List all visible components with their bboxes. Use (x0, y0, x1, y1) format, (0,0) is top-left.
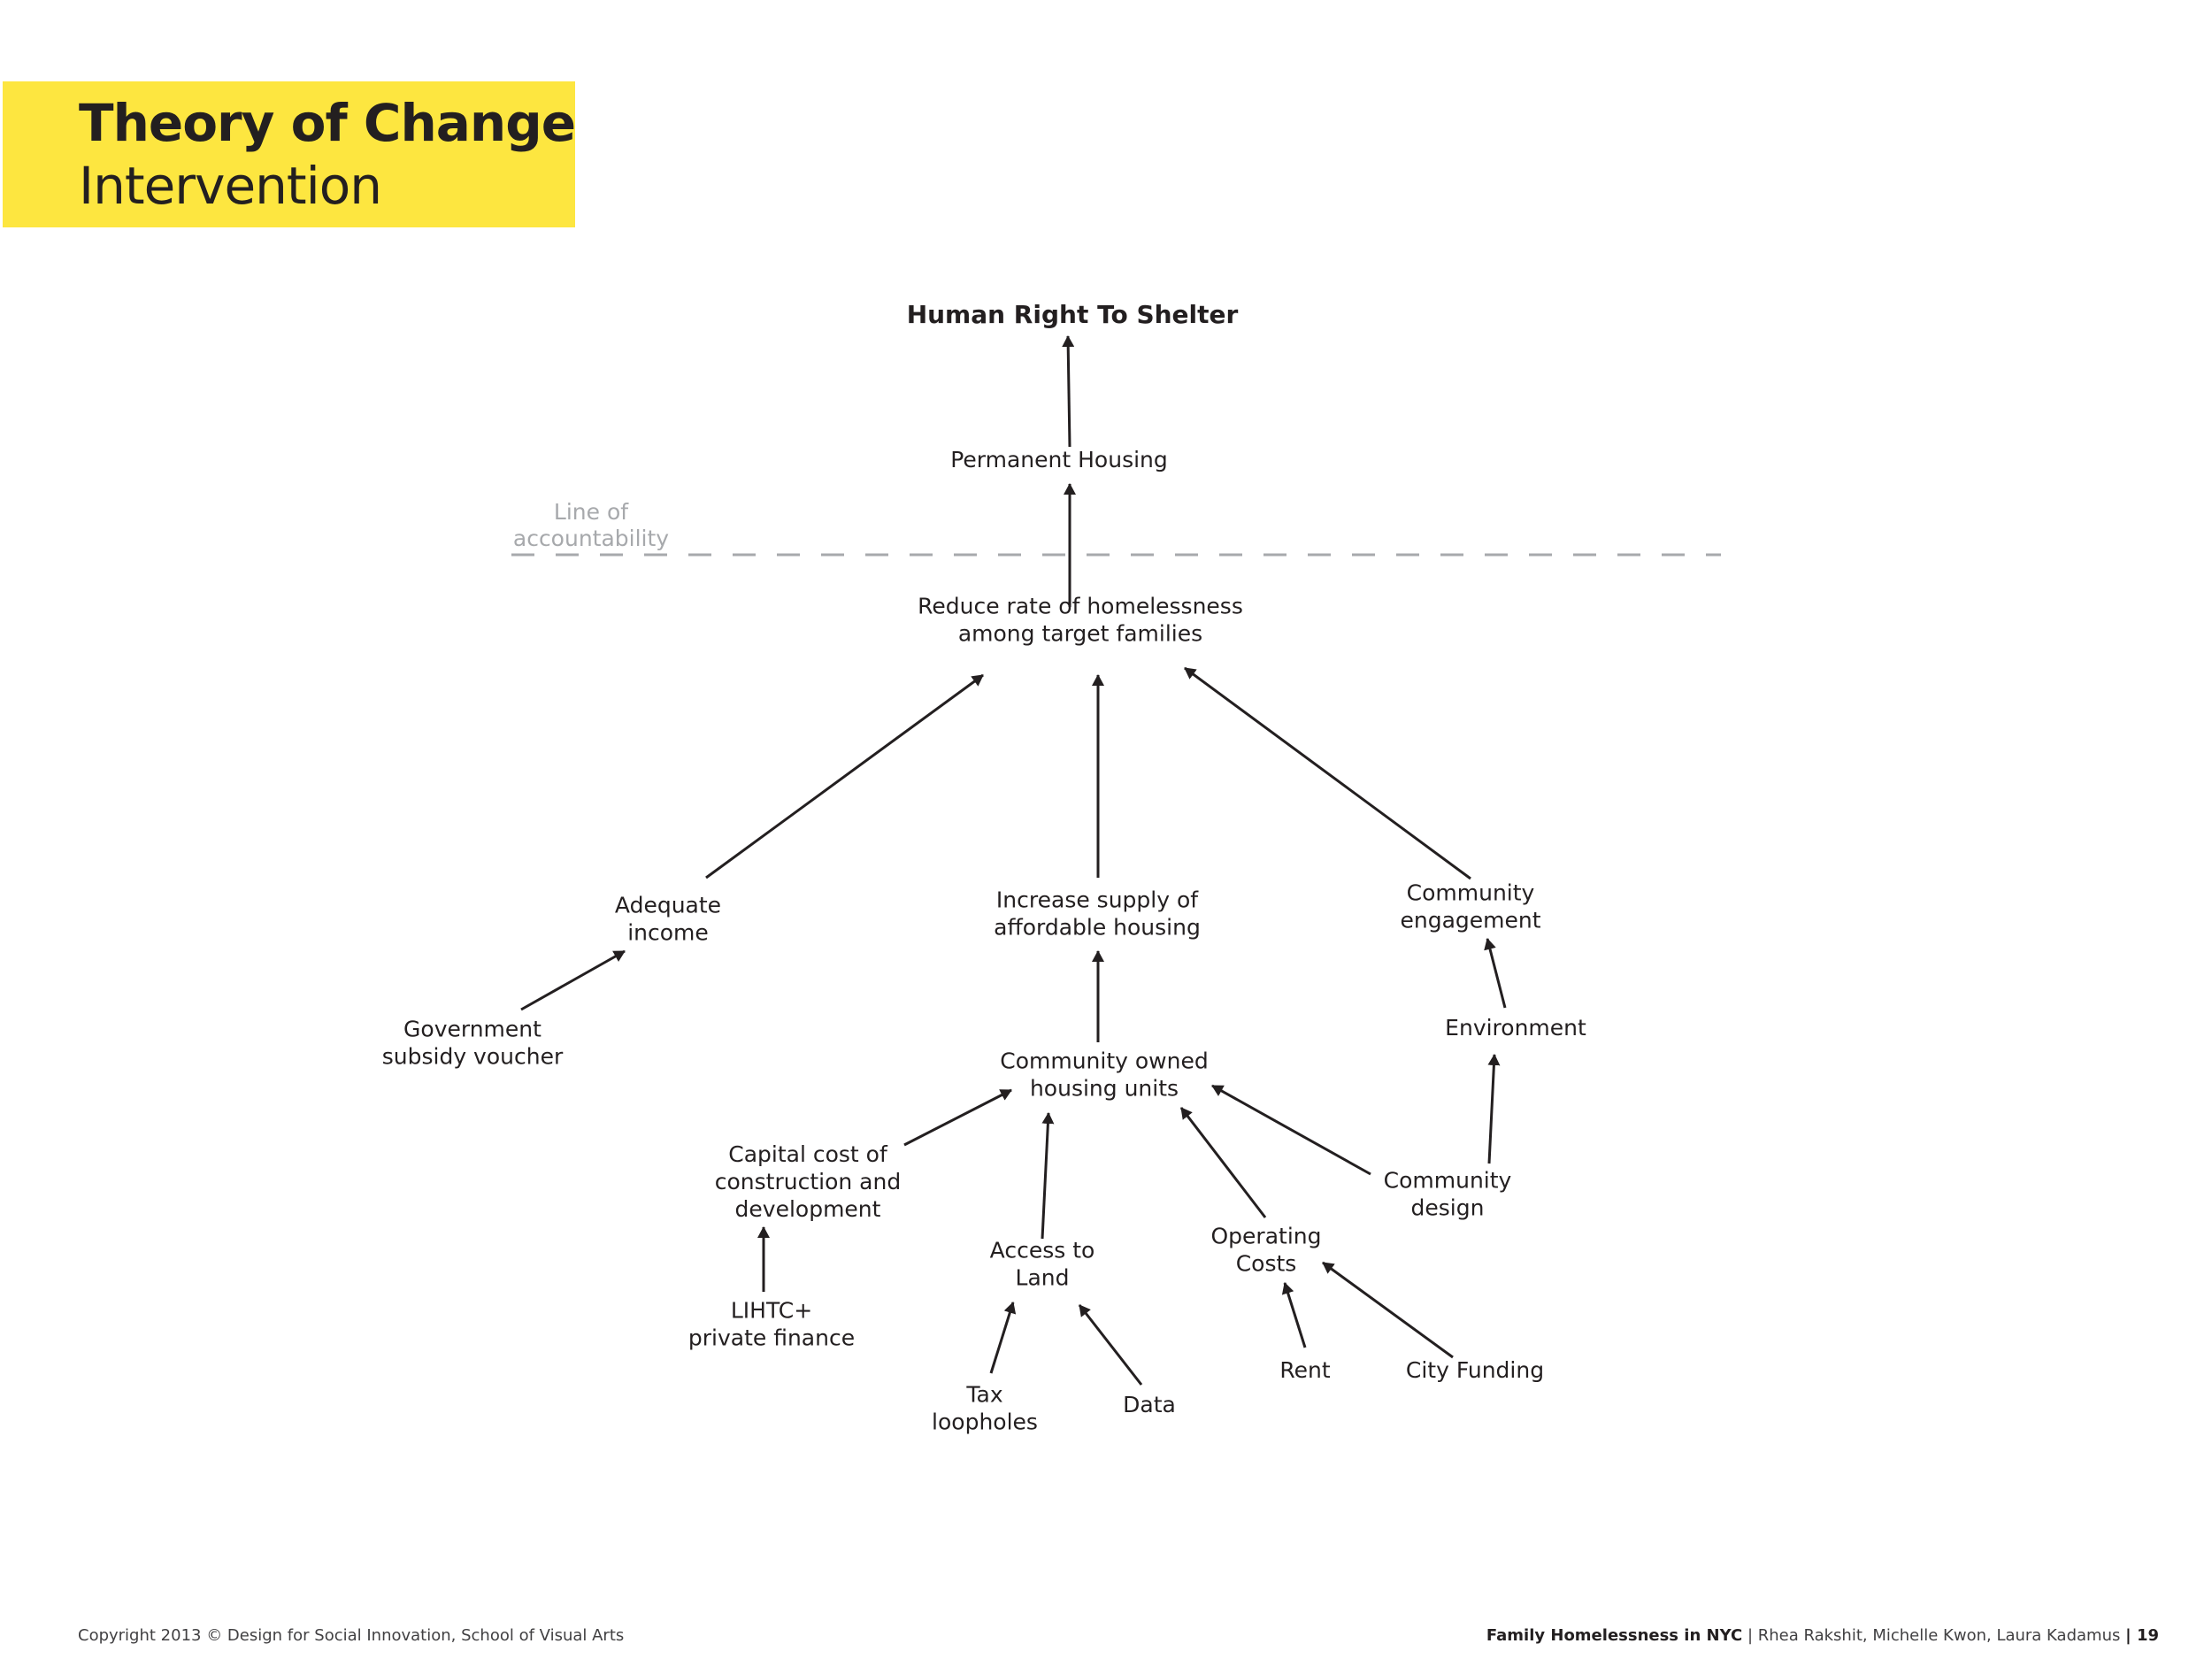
node-increase-supply-line: affordable housing (994, 915, 1201, 941)
node-permanent-housing-line: Permanent Housing (950, 447, 1168, 472)
page-subtitle: Intervention (79, 156, 382, 216)
node-lihtc: LIHTC+private finance (688, 1298, 855, 1351)
node-environment: Environment (1445, 1015, 1586, 1041)
node-increase-supply-line: Increase supply of (996, 887, 1199, 913)
arrow-environment-to-community-engagement (1484, 938, 1507, 1009)
node-human-right: Human Right To Shelter (907, 300, 1239, 329)
node-rent-line: Rent (1279, 1357, 1330, 1383)
node-government-subsidy-line: subsidy voucher (382, 1044, 564, 1070)
footer-separator-2: | (2125, 1626, 2137, 1645)
footer-copyright: Copyright 2013 © Design for Social Innov… (78, 1626, 625, 1645)
accountability-label-line1: Line of (554, 499, 629, 525)
arrow-rent-to-operating-costs (1281, 1282, 1307, 1348)
arrow-city-funding-to-operating-costs (1322, 1261, 1454, 1359)
node-adequate-income-line: Adequate (615, 893, 721, 918)
node-capital-cost-line: construction and (715, 1169, 901, 1194)
footer-authors: Rhea Rakshit, Michelle Kwon, Laura Kadam… (1757, 1626, 2121, 1645)
footer-page-number: 19 (2136, 1626, 2159, 1645)
arrow-tax-loopholes-to-access-to-land (989, 1302, 1017, 1374)
node-reduce-rate-line: among target families (958, 621, 1202, 647)
node-city-funding: City Funding (1406, 1357, 1544, 1383)
node-community-engagement-line: engagement (1400, 908, 1540, 933)
footer-separator: | (1747, 1626, 1758, 1645)
edges-layer (520, 335, 1507, 1386)
arrow-permanent-housing-to-human-right (1062, 335, 1075, 448)
node-lihtc-line: private finance (688, 1325, 855, 1351)
node-data-line: Data (1123, 1392, 1176, 1417)
arrow-community-design-to-environment (1487, 1054, 1501, 1164)
node-operating-costs-line: Operating (1211, 1224, 1322, 1249)
node-access-to-land-line: Access to (990, 1238, 1095, 1263)
node-capital-cost-line: Capital cost of (728, 1141, 888, 1167)
arrow-data-to-access-to-land (1078, 1304, 1143, 1386)
node-environment-line: Environment (1445, 1015, 1586, 1041)
title-banner: Theory of Change Intervention (3, 81, 576, 227)
node-city-funding-line: City Funding (1406, 1357, 1544, 1383)
node-operating-costs-line: Costs (1236, 1251, 1297, 1277)
node-data: Data (1123, 1392, 1176, 1417)
node-community-owned-line: housing units (1030, 1076, 1179, 1102)
accountability-line-group: Line of accountability (511, 499, 1721, 557)
node-adequate-income-line: income (627, 920, 709, 946)
node-government-subsidy-line: Government (403, 1017, 541, 1042)
page-title: Theory of Change (79, 93, 576, 153)
node-tax-loopholes-line: loopholes (932, 1409, 1038, 1435)
node-reduce-rate-line: Reduce rate of homelessness (918, 594, 1243, 619)
node-human-right-line: Human Right To Shelter (907, 300, 1239, 329)
node-tax-loopholes-line: Tax (965, 1382, 1002, 1408)
node-community-design-line: Community (1384, 1168, 1512, 1194)
node-lihtc-line: LIHTC+ (731, 1298, 812, 1324)
node-permanent-housing: Permanent Housing (950, 447, 1168, 472)
arrow-community-engagement-to-reduce-rate (1184, 666, 1471, 880)
node-access-to-land-line: Land (1016, 1265, 1070, 1291)
arrow-government-subsidy-to-adequate-income (520, 949, 626, 1011)
node-community-owned-line: Community owned (1000, 1048, 1208, 1074)
node-community-design-line: design (1411, 1195, 1485, 1221)
arrow-capital-cost-to-community-owned (903, 1088, 1012, 1147)
footer-project: Family Homelessness in NYC (1486, 1626, 1743, 1645)
arrow-access-to-land-to-community-owned (1041, 1112, 1055, 1240)
node-community-engagement-line: Community (1407, 880, 1535, 906)
arrow-operating-costs-to-community-owned (1179, 1107, 1267, 1218)
node-capital-cost-line: development (735, 1196, 881, 1222)
arrow-community-design-to-community-owned (1211, 1084, 1371, 1176)
footer-credits: Family Homelessness in NYC | Rhea Rakshi… (1486, 1626, 2159, 1645)
node-rent: Rent (1279, 1357, 1330, 1383)
accountability-label-line2: accountability (513, 526, 669, 551)
arrow-adequate-income-to-reduce-rate (705, 673, 984, 879)
